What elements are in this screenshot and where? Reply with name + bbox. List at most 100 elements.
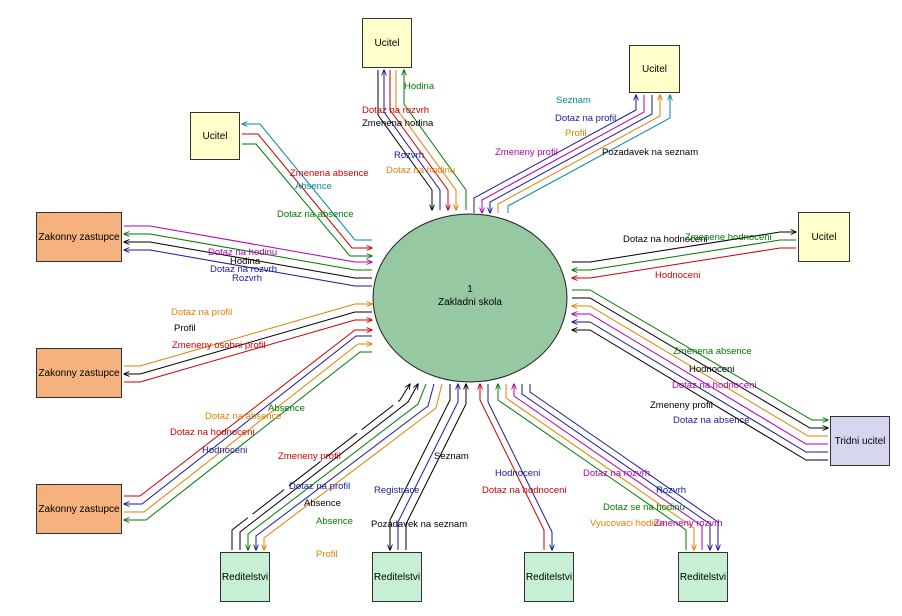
entity-reditelstvi-3[interactable]: Reditelstvi bbox=[524, 552, 574, 602]
flow-label: Dotaz se na hodinu bbox=[603, 502, 685, 513]
flow-line bbox=[124, 234, 372, 271]
flow-label: Dotaz na hodnoceni bbox=[672, 380, 757, 391]
flow-line bbox=[264, 383, 443, 550]
flow-label: Hodnoceni bbox=[689, 364, 735, 375]
flow-label: Hodina bbox=[230, 256, 261, 267]
flow-line bbox=[514, 384, 703, 550]
flows-ucitel-top bbox=[377, 70, 467, 210]
entity-zakonny-zastupce-2[interactable]: Zakonny zastupce bbox=[36, 348, 122, 398]
flow-line bbox=[572, 232, 796, 263]
flow-label: Absence bbox=[304, 498, 341, 509]
flows-zakonny-2 bbox=[124, 304, 372, 383]
flow-line bbox=[395, 70, 456, 210]
flow-line bbox=[405, 384, 466, 550]
flow-label: Absence bbox=[316, 516, 353, 527]
entity-ucitel-top[interactable]: Ucitel bbox=[362, 18, 412, 68]
flow-line bbox=[572, 314, 828, 445]
entity-ucitel-topright[interactable]: Ucitel bbox=[629, 45, 680, 93]
flows-ucitel-left bbox=[242, 124, 372, 256]
flow-label: Zmenena absence bbox=[673, 346, 752, 357]
flow-line bbox=[242, 143, 372, 256]
flow-label: Dotaz na absence bbox=[673, 415, 750, 426]
flows-reditelstvi-3 bbox=[480, 384, 552, 550]
flow-line bbox=[124, 335, 372, 504]
flows-reditelstvi-2 bbox=[390, 384, 466, 550]
flows-zakonny-1 bbox=[124, 225, 372, 287]
flow-label: Dotaz na hodnoceni bbox=[623, 234, 708, 245]
entity-ucitel-left[interactable]: Ucitel bbox=[190, 112, 240, 160]
flow-label: Seznam bbox=[434, 451, 469, 462]
flow-line bbox=[242, 133, 372, 248]
flow-label: Dotaz na profil bbox=[555, 113, 617, 124]
flow-line bbox=[377, 70, 432, 210]
flow-label: Dotaz na hodinu bbox=[208, 247, 278, 258]
process-circle[interactable] bbox=[372, 213, 568, 383]
flow-label: Rozvrh bbox=[232, 273, 263, 284]
flow-line bbox=[482, 95, 645, 213]
flow-label: Zmeneny rozvrh bbox=[654, 518, 723, 529]
flow-label: Zmeneny osobni profil bbox=[172, 340, 266, 351]
flow-line bbox=[384, 70, 441, 210]
flow-label: Zmeneny profil bbox=[495, 147, 558, 158]
flow-label: Hodina bbox=[404, 81, 435, 92]
entity-tridni-ucitel[interactable]: Tridni ucitel bbox=[830, 416, 890, 466]
flow-line bbox=[572, 297, 828, 428]
flow-line bbox=[473, 95, 636, 213]
flows-ucitel-right bbox=[572, 232, 796, 278]
entity-zakonny-zastupce-3[interactable]: Zakonny zastupce bbox=[36, 484, 122, 534]
process-number: 1 bbox=[467, 284, 473, 295]
flows-reditelstvi-4 bbox=[498, 384, 718, 550]
flow-label: Dotaz na absence bbox=[277, 209, 354, 220]
flow-line bbox=[124, 351, 372, 520]
flow-label: Dotaz na rozvrh bbox=[583, 468, 651, 479]
flow-label: Zmeneny profil bbox=[278, 451, 341, 462]
flow-label: Seznam bbox=[556, 95, 591, 106]
flow-line bbox=[490, 95, 653, 213]
entity-reditelstvi-1[interactable]: Reditelstvi bbox=[220, 552, 270, 602]
entity-ucitel-right[interactable]: Ucitel bbox=[798, 212, 850, 262]
flow-line bbox=[397, 384, 458, 550]
entity-reditelstvi-2[interactable]: Reditelstvi bbox=[372, 552, 422, 602]
flow-line bbox=[124, 330, 372, 497]
flow-label: Dotaz na rozvrh bbox=[362, 105, 430, 116]
flow-label: Hodnoceni bbox=[495, 468, 541, 479]
flow-line bbox=[480, 384, 545, 550]
flow-label: Zmenena absence bbox=[290, 168, 369, 179]
flow-label: Pozadavek na seznam bbox=[602, 147, 699, 158]
flow-label: Zmenena hodina bbox=[362, 118, 434, 129]
flow-line bbox=[124, 242, 372, 279]
flow-line bbox=[572, 239, 796, 270]
flow-line bbox=[124, 225, 372, 262]
flow-label: Zmeneny profil bbox=[650, 400, 713, 411]
flow-line bbox=[507, 95, 670, 213]
entity-reditelstvi-4[interactable]: Reditelstvi bbox=[678, 552, 728, 602]
flows-tridni bbox=[572, 289, 828, 461]
flow-line bbox=[124, 250, 372, 287]
flow-label: Dotaz na hodnoceni bbox=[482, 485, 567, 496]
flow-line bbox=[572, 306, 828, 437]
entity-zakonny-zastupce-1[interactable]: Zakonny zastupce bbox=[36, 212, 122, 262]
flow-label: Profil bbox=[316, 549, 338, 560]
flow-label: Dotaz na hodnoceni bbox=[170, 427, 255, 438]
flow-label: Absence bbox=[268, 403, 305, 414]
flow-line bbox=[572, 289, 828, 420]
flow-line bbox=[242, 124, 372, 241]
flow-line bbox=[231, 384, 410, 550]
flow-line bbox=[390, 384, 451, 550]
flow-line bbox=[404, 70, 467, 210]
flow-label: Hodnoceni bbox=[202, 445, 248, 456]
flows-zakonny-3 bbox=[124, 330, 372, 520]
flow-line bbox=[124, 311, 372, 374]
flow-label: Rozvrh bbox=[656, 485, 687, 496]
flow-label: Rozvrh bbox=[394, 150, 425, 161]
flow-line bbox=[256, 383, 435, 550]
flow-label: Registrace bbox=[374, 485, 420, 496]
flow-label: Dotaz na hodinu bbox=[386, 165, 456, 176]
flow-label: Absence bbox=[295, 181, 332, 192]
flow-line bbox=[389, 70, 448, 210]
flow-line bbox=[505, 384, 694, 550]
flow-line bbox=[124, 304, 372, 367]
process-name: Zakladni skola bbox=[438, 297, 502, 308]
flows-reditelstvi-1 bbox=[231, 383, 443, 550]
